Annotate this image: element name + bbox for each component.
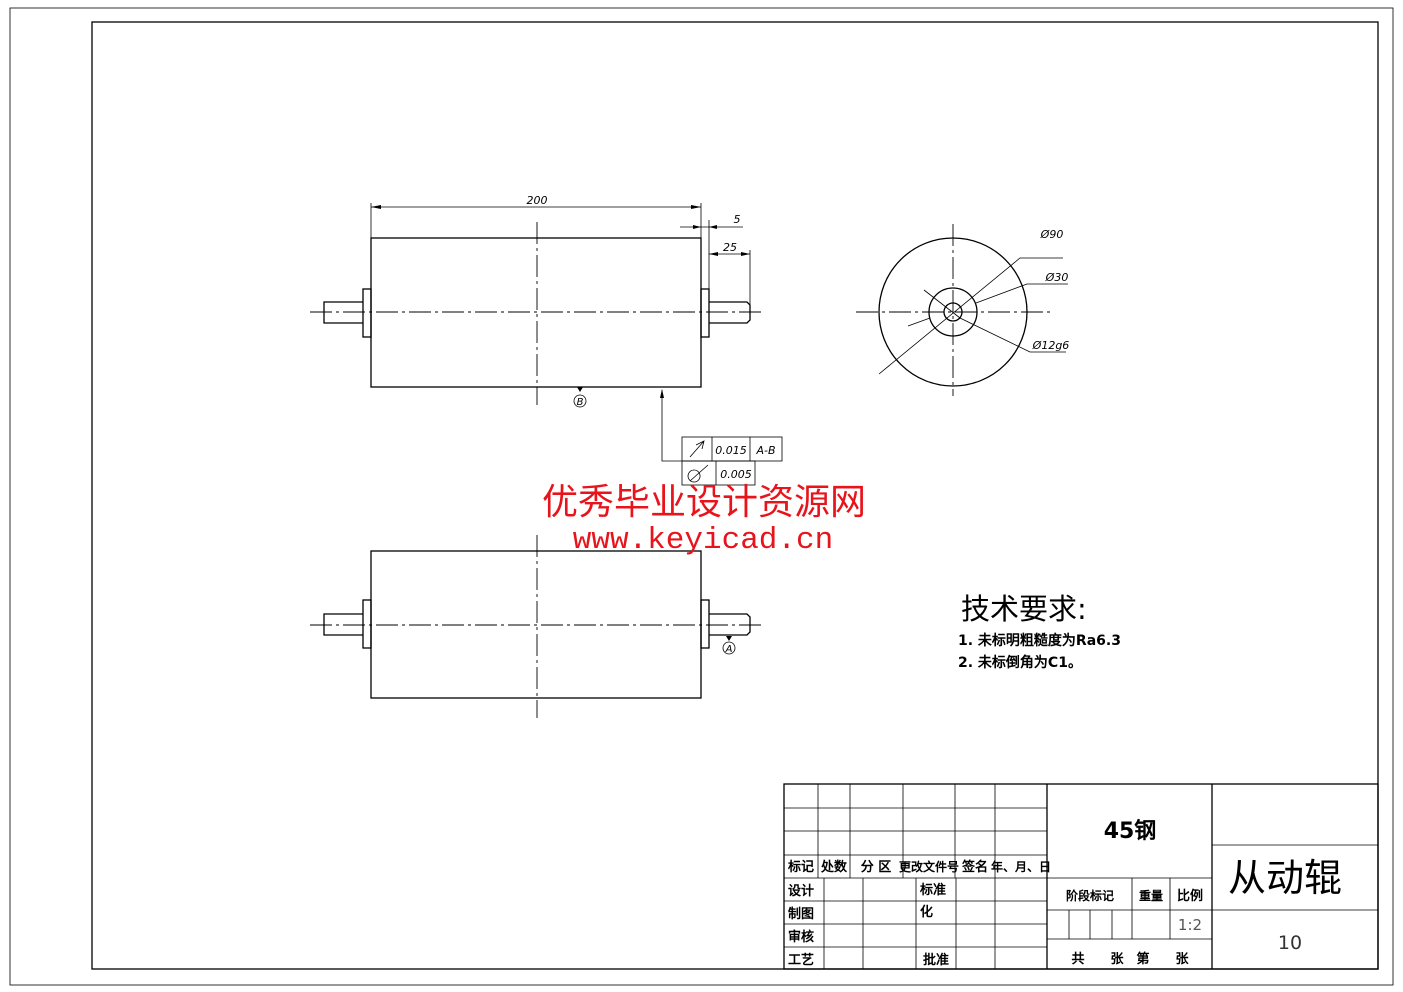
watermark-title: 优秀毕业设计资源网 <box>542 482 866 523</box>
weight-label: 重量 <box>1139 888 1163 903</box>
outer-border <box>9 7 1394 986</box>
dim-length: 200 <box>527 194 548 207</box>
standard-label-2: 化 <box>920 904 933 920</box>
role-review: 审核 <box>788 929 814 945</box>
header-mark: 标记 <box>787 859 814 875</box>
approve-label: 批准 <box>923 952 949 968</box>
header-count: 处数 <box>820 859 848 875</box>
front-view: 200 5 25 B <box>310 194 762 462</box>
watermark-url: www.keyicad.cn <box>573 523 833 558</box>
scale-value: 1:2 <box>1178 916 1202 934</box>
runout-value: 0.015 <box>715 444 747 457</box>
dim-dia-hub: Ø30 <box>1045 271 1069 284</box>
part-name: 从动辊 <box>1228 856 1342 900</box>
side-view: Ø90 Ø30 Ø12g6 <box>856 224 1069 396</box>
scale-label: 比例 <box>1177 888 1203 904</box>
dim-shaft-length: 25 <box>723 241 737 254</box>
title-block: 标记 处数 分 区 更改文件号 签名 年、月、日 设计 制图 审核 工艺 标准 … <box>783 783 1379 970</box>
header-zone: 分 区 <box>861 859 892 875</box>
runout-datum: A-B <box>755 444 775 457</box>
dim-dia-shaft: Ø12g6 <box>1032 339 1070 352</box>
dim-dia-outer: Ø90 <box>1040 228 1064 241</box>
tech-title: 技术要求: <box>961 592 1087 626</box>
cylindricity-icon <box>687 464 709 483</box>
runout-icon <box>689 440 705 458</box>
dim-hub-width: 5 <box>734 213 741 226</box>
header-change-doc: 更改文件号 <box>899 859 959 874</box>
sheet-count: 共 张 第 张 <box>1071 951 1189 967</box>
tech-item: 2. 未标倒角为C1。 <box>958 654 1082 671</box>
datum-a: A <box>725 644 733 655</box>
datum-b: B <box>577 397 584 408</box>
standard-label: 标准 <box>919 882 946 898</box>
tech-requirements: 技术要求: 1. 未标明粗糙度为Ra6.3 2. 未标倒角为C1。 <box>958 592 1121 671</box>
stage-label: 阶段标记 <box>1066 888 1114 903</box>
header-signature: 签名 <box>961 859 988 875</box>
header-date: 年、月、日 <box>991 859 1051 874</box>
drawing-number: 10 <box>1278 932 1302 954</box>
tech-item: 1. 未标明粗糙度为Ra6.3 <box>958 632 1121 649</box>
cylindricity-value: 0.005 <box>720 468 752 481</box>
drawing-frame <box>91 21 1379 970</box>
role-draw: 制图 <box>788 906 814 922</box>
material: 45钢 <box>1104 818 1157 844</box>
role-design: 设计 <box>788 883 814 899</box>
tolerance-frame: 0.015 A-B 0.005 <box>681 436 783 486</box>
top-view: A <box>310 535 762 718</box>
role-process: 工艺 <box>788 952 814 968</box>
